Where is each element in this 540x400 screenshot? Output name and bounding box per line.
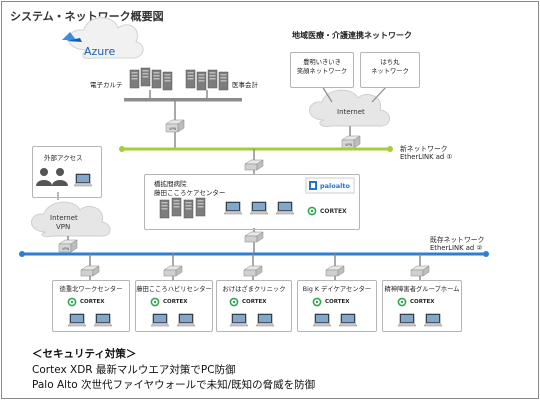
facility-cortex-label-2: CORTEX [163, 299, 188, 305]
facility-label-1: 徳重北ワークセンター [59, 286, 123, 293]
old-network-label-1: 既存ネットワーク [430, 236, 485, 244]
azure-label: Azure [84, 45, 116, 58]
new-network-label-2: EtherLINK ad ① [400, 153, 453, 161]
regional-network-title: 地域医療・介護連携ネットワーク [292, 31, 412, 40]
facility-cortex-label-1: CORTEX [80, 299, 105, 305]
hospital-label-2: 藤田こころケアセンター [154, 189, 226, 197]
external-access-box [32, 146, 102, 198]
old-network-label-2: EtherLINK ad ② [430, 244, 483, 252]
facility-box-4: Big K デイケアセンター CORTEX [297, 280, 377, 332]
security-heading: ＜セキュリティ対策＞ [32, 348, 137, 360]
hospital-box [144, 174, 360, 230]
security-line-1: Cortex XDR 最新マルウエア対策でPC防御 [32, 364, 236, 376]
paloalto-logo [305, 177, 355, 194]
facility-switches [80, 254, 430, 280]
external-vpn-router [58, 239, 78, 253]
azure-cloud [68, 17, 144, 59]
regional-internet-cloud [309, 89, 390, 127]
regional-net1-label: 豊明いきいき 笑顔ネットワーク [296, 59, 348, 75]
facility-box-3: おけはざまクリニック CORTEX [216, 280, 292, 332]
azure-bus [124, 98, 242, 102]
external-access-label: 外部アクセス [44, 154, 83, 162]
facility-label-2: 藤田こころハビリセンター [136, 286, 212, 293]
accounting-server-cluster [185, 69, 229, 91]
regional-net2-box: はち丸 ネットワーク [360, 52, 420, 88]
facility-box-2: 藤田こころハビリセンター CORTEX [135, 280, 213, 332]
hospital-label-1: 橋拡間病院 [154, 180, 187, 188]
facility-box-1: 徳重北ワークセンター CORTEX [52, 280, 130, 332]
ehr-server-cluster [129, 67, 173, 91]
vpn-cloud-label-2: VPN [56, 223, 71, 231]
vpn-cloud-label-1: Internet [50, 214, 78, 222]
facility-cortex-label-4: CORTEX [325, 299, 350, 305]
regional-net1-box: 豊明いきいき 笑顔ネットワーク [290, 52, 354, 88]
security-line-2: Palo Alto 次世代ファイヤウォールで未知/既知の脅威を防御 [32, 379, 316, 391]
diagram-title: システム・ネットワーク概要図 [10, 10, 164, 23]
regional-vpn-router [341, 135, 361, 149]
core-switch-bottom [244, 231, 264, 243]
external-users-icon [36, 168, 68, 186]
azure-logo-icon [62, 32, 82, 42]
facility-cortex-label-5: CORTEX [410, 299, 435, 305]
facility-box-5: 精神障害者グループホーム CORTEX [382, 280, 462, 332]
facility-label-4: Big K デイケアセンター [302, 286, 372, 293]
azure-vpn-router [165, 119, 185, 133]
vpn-internet-cloud [31, 201, 111, 237]
new-network-label-1: 新ネットワーク [400, 145, 448, 153]
regional-net2-label: はち丸 ネットワーク [371, 59, 409, 75]
hospital-cortex-label: CORTEX [320, 208, 347, 215]
accounting-label: 医事会計 [232, 81, 258, 89]
facility-label-5: 精神障害者グループホーム [384, 286, 460, 293]
regional-cloud-label: Internet [337, 108, 365, 116]
ehr-label: 電子カルテ [90, 81, 123, 89]
core-switch-top [244, 159, 264, 171]
paloalto-label: paloalto [320, 182, 350, 190]
facility-label-3: おけはざまクリニック [222, 286, 286, 293]
facility-cortex-label-3: CORTEX [242, 299, 267, 305]
